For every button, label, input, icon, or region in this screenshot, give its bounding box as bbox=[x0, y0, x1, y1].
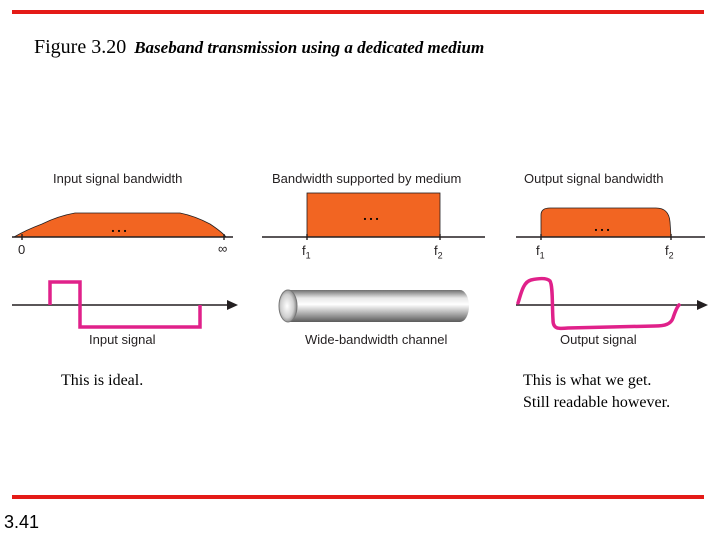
medium-f1-label: f1 bbox=[302, 243, 311, 261]
medium-ellipsis: … bbox=[362, 204, 381, 224]
ideal-note: This is ideal. bbox=[61, 372, 144, 389]
result-note-line2: Still readable however. bbox=[523, 394, 671, 411]
input-axis-arrowhead bbox=[227, 300, 238, 310]
input-spectrum bbox=[12, 212, 233, 240]
output-band-shape bbox=[540, 207, 672, 238]
output-f2-label: f2 bbox=[665, 243, 674, 261]
output-f1-label: f1 bbox=[536, 243, 545, 261]
channel-left-cap bbox=[278, 289, 298, 323]
channel-label: Wide-bandwidth channel bbox=[305, 332, 448, 347]
channel-body bbox=[288, 290, 460, 322]
input-band-shape bbox=[12, 212, 227, 238]
medium-spectrum bbox=[262, 192, 485, 240]
slide-number: 3.41 bbox=[4, 512, 40, 532]
output-signal-label: Output signal bbox=[560, 332, 637, 347]
input-bandwidth-label: Input signal bandwidth bbox=[53, 171, 183, 186]
top-rule bbox=[12, 10, 704, 14]
input-axis-infinity-label: ∞ bbox=[218, 241, 228, 256]
medium-f2-label: f2 bbox=[434, 243, 443, 261]
output-axis-arrowhead bbox=[697, 300, 708, 310]
figure-title: Figure 3.20 Baseband transmission using a… bbox=[34, 36, 484, 59]
output-ellipsis: … bbox=[593, 215, 612, 235]
figure-number: Figure 3.20 bbox=[34, 36, 127, 58]
wide-bandwidth-channel bbox=[278, 289, 469, 323]
medium-bandwidth-label: Bandwidth supported by medium bbox=[272, 171, 462, 186]
input-axis-start-label: 0 bbox=[18, 242, 26, 257]
output-signal bbox=[516, 276, 708, 331]
channel-right-end bbox=[451, 290, 469, 322]
input-signal bbox=[12, 280, 238, 329]
output-distorted-wave bbox=[516, 276, 681, 331]
result-note-line1: This is what we get. bbox=[523, 372, 652, 389]
input-ellipsis: … bbox=[110, 216, 129, 236]
bottom-rule bbox=[12, 495, 704, 499]
figure-caption: Baseband transmission using a dedicated … bbox=[134, 38, 485, 57]
output-bandwidth-label: Output signal bandwidth bbox=[524, 171, 664, 186]
input-signal-label: Input signal bbox=[89, 332, 156, 347]
input-square-wave bbox=[48, 280, 202, 329]
output-spectrum bbox=[516, 207, 705, 240]
